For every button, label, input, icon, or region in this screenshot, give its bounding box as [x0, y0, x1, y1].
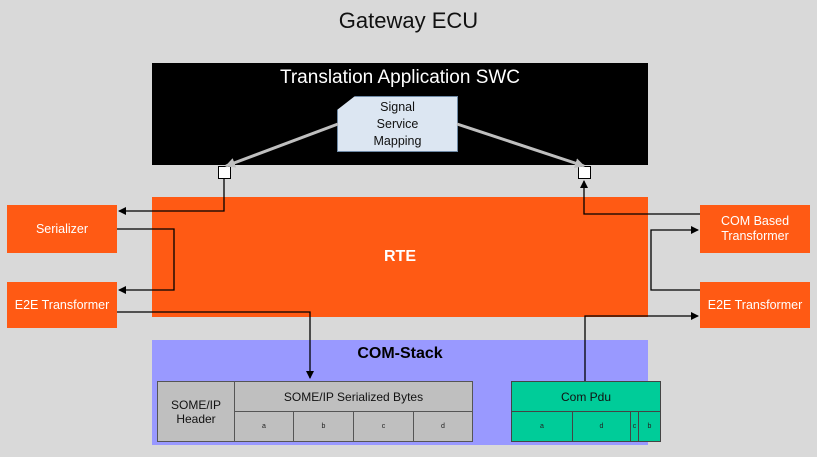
com-pdu-cell-label: b: [647, 423, 652, 430]
someip-cell: d: [413, 411, 473, 442]
com-based-line-2: Transformer: [721, 229, 789, 243]
right-port: [578, 166, 591, 179]
signal-service-mapping-box: Signal Service Mapping: [337, 96, 458, 152]
mapping-line-1: Signal: [380, 99, 415, 114]
right-e2e-transformer-box: E2E Transformer: [700, 282, 810, 328]
com-pdu-cell-label: c: [632, 423, 637, 430]
swc-title: Translation Application SWC: [279, 67, 521, 88]
com-based-transformer-box: COM Based Transformer: [700, 205, 810, 253]
someip-cell-label: d: [441, 423, 445, 430]
com-pdu-cell-label: a: [540, 423, 544, 430]
someip-cell: b: [293, 411, 354, 442]
gateway-ecu-title: Gateway ECU: [338, 8, 479, 33]
rte-block: RTE: [152, 197, 648, 317]
mapping-line-2: Service: [376, 116, 419, 131]
serializer-label: Serializer: [35, 221, 89, 236]
left-e2e-transformer-box: E2E Transformer: [7, 282, 117, 328]
serializer-box: Serializer: [7, 205, 117, 253]
mapping-line-3: Mapping: [373, 133, 422, 148]
right-e2e-label: E2E Transformer: [707, 297, 803, 312]
someip-cell: a: [234, 411, 294, 442]
com-based-line-1: COM Based: [720, 214, 790, 228]
someip-bytes-label: SOME/IP Serialized Bytes: [283, 389, 424, 404]
someip-header-line-1: SOME/IP: [170, 397, 221, 412]
e2e-to-com-transformer-line: [650, 226, 700, 291]
someip-cell-label: c: [381, 423, 386, 430]
com-pdu-cell: b: [638, 411, 661, 442]
com-stack-title: COM-Stack: [357, 345, 443, 362]
left-e2e-label: E2E Transformer: [14, 297, 110, 312]
com-pdu-box: Com Pdu: [511, 381, 661, 412]
someip-serialized-bytes-box: SOME/IP Serialized Bytes: [234, 381, 473, 412]
com-pdu-cell: a: [511, 411, 573, 442]
com-pdu-cell: d: [572, 411, 631, 442]
someip-header-box: SOME/IP Header: [157, 381, 235, 442]
someip-header-line-2: Header: [176, 411, 216, 426]
someip-cell-label: b: [321, 423, 326, 430]
rte-label: RTE: [384, 248, 416, 265]
com-pdu-cell-label: d: [599, 423, 604, 430]
left-port: [218, 166, 231, 179]
com-pdu-label: Com Pdu: [560, 389, 612, 404]
someip-cell-label: a: [262, 423, 266, 430]
someip-cell: c: [353, 411, 414, 442]
